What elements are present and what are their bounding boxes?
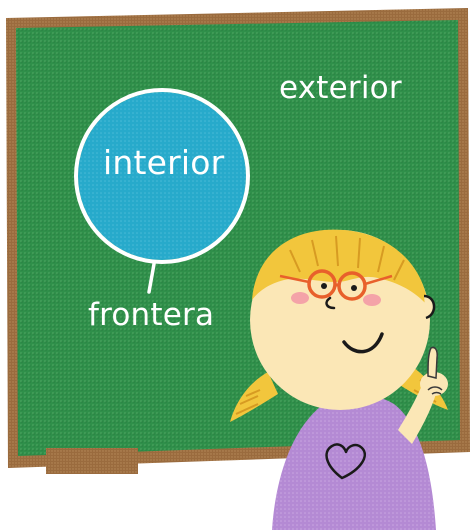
- boundary-label: frontera: [88, 297, 215, 333]
- pointing-finger: [427, 346, 438, 379]
- ear: [423, 294, 436, 320]
- boundary-pointer-line: [147, 262, 156, 294]
- left-eye: [321, 283, 327, 289]
- raised-arm: [398, 380, 438, 444]
- right-cheek: [363, 294, 381, 306]
- boundary-circle: [74, 88, 250, 264]
- heart-icon: [325, 443, 367, 480]
- right-eye: [351, 285, 357, 291]
- nose: [325, 296, 336, 310]
- girl-character: [230, 229, 448, 530]
- interior-label: interior: [103, 143, 225, 182]
- region-diagram: [74, 88, 250, 294]
- glasses: [279, 269, 393, 301]
- left-cheek: [291, 292, 309, 304]
- smile: [342, 332, 384, 354]
- exterior-label: exterior: [279, 70, 402, 106]
